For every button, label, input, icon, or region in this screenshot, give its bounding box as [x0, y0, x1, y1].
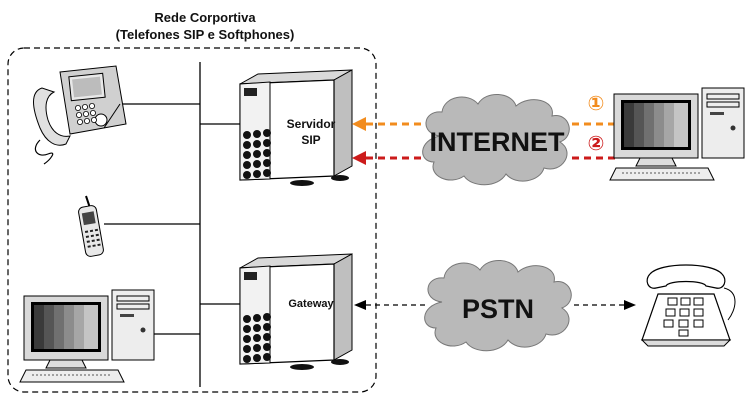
corporate-network-boundary	[7, 47, 377, 393]
desktop-computer-icon	[19, 289, 155, 383]
network-subtitle: (Telefones SIP e Softphones)	[115, 27, 295, 42]
flow-1-arrow	[352, 117, 616, 131]
sip-server-label-line2: SIP	[301, 133, 320, 147]
gateway-label: Gateway	[288, 298, 334, 310]
network-title: Rede Corportiva	[154, 10, 256, 25]
pstn-label: PSTN	[462, 294, 534, 324]
lan-backbone	[104, 62, 240, 387]
remote-computer-icon	[609, 87, 745, 181]
sip-server-label-line1: Servidor	[287, 117, 336, 131]
mobile-phone-icon	[78, 195, 104, 257]
ip-desk-phone-icon	[33, 65, 127, 165]
flow-2-arrow	[352, 151, 616, 165]
gateway-pstn-link	[354, 300, 636, 310]
analog-telephone-icon	[640, 264, 736, 347]
flow-2-marker: ②	[588, 131, 605, 155]
internet-label: INTERNET	[430, 127, 566, 157]
gateway-server-icon	[239, 253, 353, 371]
flow-1-marker: ①	[588, 91, 605, 115]
